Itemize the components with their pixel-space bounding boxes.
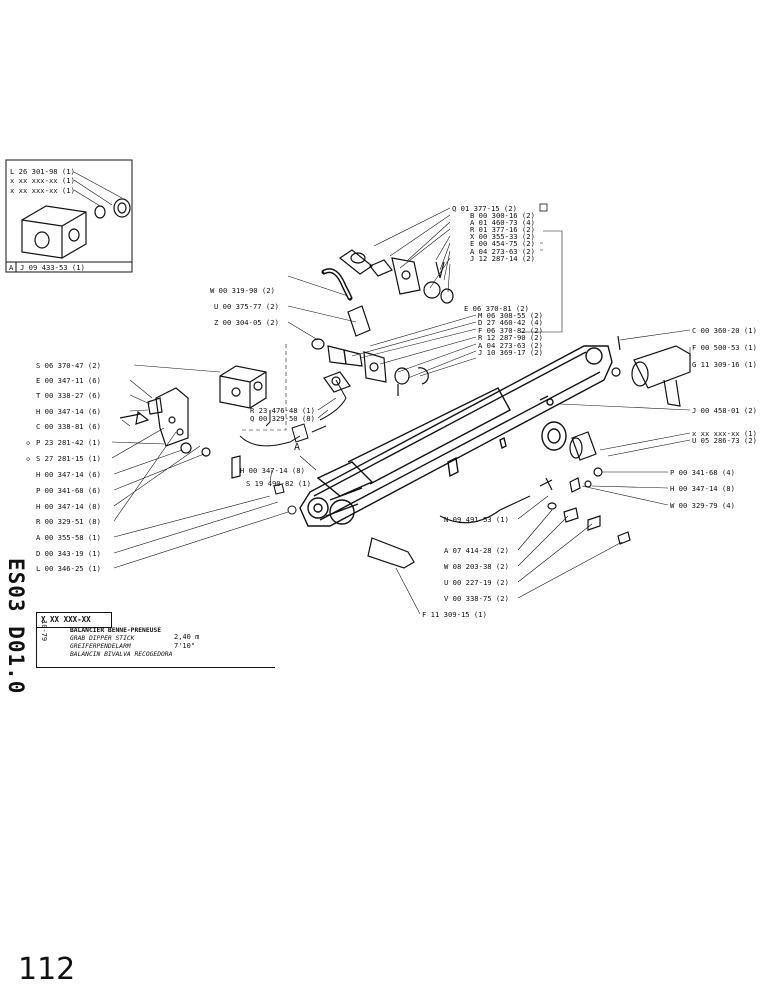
mid-leaders: [287, 275, 477, 379]
title-list: BALANCIER BENNE-PRENEUSE GRAB DIPPER STI…: [70, 627, 172, 659]
top-label: R 01 377-16 (2): [470, 225, 535, 234]
top-label: Q 01 377-15 (2): [452, 204, 517, 213]
mid-label: A 04 273-63 (2): [478, 341, 543, 350]
mid-label: D 27 460-42 (4): [478, 318, 543, 327]
page-number: 112: [18, 952, 76, 987]
left-label: E 00 347-11 (6): [36, 376, 101, 385]
part-number-box: X XX XXX-XX: [36, 612, 112, 628]
bottom-label: A 07 414-28 (2): [444, 546, 509, 555]
top-fittings: [338, 249, 454, 304]
mid-label: J 10 369-17 (2): [478, 348, 543, 357]
dash-line: [240, 344, 287, 431]
inset-label: x xx xxx-xx (1): [10, 186, 75, 195]
top-group-labels: Q 01 377-15 (2) B 00 300-16 (2) A 01 460…: [452, 203, 548, 263]
right-label: J 00 458-01 (2): [692, 406, 757, 415]
top-hose-inner: [323, 269, 351, 299]
arrow-marker-icon: ◇: [26, 454, 31, 463]
title-de: GREIFERPENDELARM: [70, 643, 131, 650]
left-label: S 06 370-47 (2): [36, 361, 101, 370]
center-leaders: [269, 397, 337, 483]
center-label: R 23 476-48 (1): [250, 406, 315, 415]
mid-label: R 12 287-90 (2): [478, 333, 543, 342]
mid-label: E 06 370-81 (2): [464, 304, 529, 313]
inset-labels: L 26 301-98 (1) x xx xxx-xx (1) x xx xxx…: [9, 167, 85, 272]
bottom-label: V 00 338-75 (2): [444, 594, 509, 603]
center-label: H 00 347-14 (8): [240, 466, 305, 475]
title-en: GRAB DIPPER STICK: [70, 635, 135, 642]
center-label: S 19 490-82 (1): [246, 479, 311, 488]
left-label: L 00 346-25 (1): [36, 564, 101, 573]
top-label: B 00 300-16 (2): [470, 211, 535, 220]
hose-label: W 00 319-90 (2): [210, 286, 275, 295]
top-leaders: [373, 207, 563, 333]
left-label: H 00 347-14 (8): [36, 502, 101, 511]
mid-fittings: [311, 305, 429, 396]
sheet-code: ES03 D01.0: [4, 558, 28, 695]
mid-label: F 06 370-82 (2): [478, 326, 543, 335]
hose-label: U 00 375-77 (2): [214, 302, 279, 311]
right-label: C 00 360-20 (1): [692, 326, 757, 335]
stick-length-m: 2,40 m: [174, 633, 200, 641]
center-label: Q 00 329-50 (8): [250, 414, 315, 423]
inset-leaders: [73, 171, 123, 207]
hose-label: Z 00 304-05 (2): [214, 318, 279, 327]
title-block-frame: [36, 612, 275, 668]
right-label: x xx xxx-xx (1): [692, 429, 757, 438]
left-leaders: [111, 364, 289, 569]
hose-labels: W 00 319-90 (2) U 00 375-77 (2) Z 00 304…: [210, 286, 279, 327]
inset-label: x xx xxx-xx (1): [10, 176, 75, 185]
sensor-wire: [239, 379, 347, 515]
right-label: P 00 341-68 (4): [670, 468, 735, 477]
right-parts: [367, 335, 691, 569]
grab-dipper-stick: [299, 345, 613, 527]
center-labels: R 23 476-48 (1) Q 00 329-50 (8) S 19 490…: [240, 406, 315, 488]
left-label: C 00 338-81 (6): [36, 422, 101, 431]
left-label: H 00 347-14 (6): [36, 470, 101, 479]
top-label: J 12 287-14 (2): [470, 254, 535, 263]
right-label: G 11 309-16 (1): [692, 360, 757, 369]
right-labels: C 00 360-20 (1) F 00 500-53 (1) G 11 309…: [670, 326, 757, 510]
right-leaders: [395, 329, 691, 615]
inset-ref-part: J 09 433-53 (1): [20, 263, 85, 272]
bottom-label: U 00 227-19 (2): [444, 578, 509, 587]
bottom-label: N 09 491-53 (1): [444, 515, 509, 524]
part-number: X XX XXX-XX: [41, 615, 91, 624]
left-block: [119, 365, 267, 479]
top-label: A 04 273-63 (2): [470, 247, 535, 256]
inset-frame: [5, 159, 133, 273]
mid-label: M 06 308-55 (2): [478, 311, 543, 320]
left-label: S 27 281-15 (1): [36, 454, 101, 463]
left-label: P 23 281-42 (1): [36, 438, 101, 447]
top-label: A 01 460-73 (4): [470, 218, 535, 227]
inset-ref-letter: A: [9, 263, 14, 272]
left-label: H 00 347-14 (6): [36, 407, 101, 416]
left-label: D 00 343-19 (1): [36, 549, 101, 558]
sheet-date: 10-79: [40, 620, 48, 642]
right-label: W 00 329-79 (4): [670, 501, 735, 510]
stick-length-ft: 7'10": [174, 642, 196, 650]
center-ref-letter: A: [294, 442, 300, 453]
title-es: BALANCIN BIVALVA RECOGEDORA: [70, 651, 173, 658]
left-label: R 00 329-51 (8): [36, 517, 101, 526]
left-label: A 00 355-58 (1): [36, 533, 101, 542]
bottom-label: F 11 309-15 (1): [422, 610, 487, 619]
inset-valve-block: [21, 198, 131, 259]
top-label: X 00 355-33 (2): [470, 232, 535, 241]
left-label: P 00 341-68 (6): [36, 486, 101, 495]
title-fr: BALANCIER BENNE-PRENEUSE: [70, 627, 161, 634]
left-labels: S 06 370-47 (2) E 00 347-11 (6) T 00 338…: [26, 361, 101, 573]
bottom-labels: N 09 491-53 (1) A 07 414-28 (2) W 08 203…: [422, 515, 509, 619]
mid-group-labels: E 06 370-81 (2) M 06 308-55 (2) D 27 460…: [464, 304, 543, 357]
bottom-label: W 08 203-38 (2): [444, 562, 509, 571]
checked-box-icon: [539, 203, 548, 212]
right-label: F 00 500-53 (1): [692, 343, 757, 352]
right-label: U 05 286-73 (2): [692, 436, 757, 445]
left-label: T 00 338-27 (6): [36, 391, 101, 400]
right-label: H 00 347-14 (8): [670, 484, 735, 493]
top-label: E 00 454-75 (2): [470, 239, 535, 248]
arrow-marker-icon: ◇: [26, 438, 31, 447]
inset-label: L 26 301-98 (1): [10, 167, 75, 176]
